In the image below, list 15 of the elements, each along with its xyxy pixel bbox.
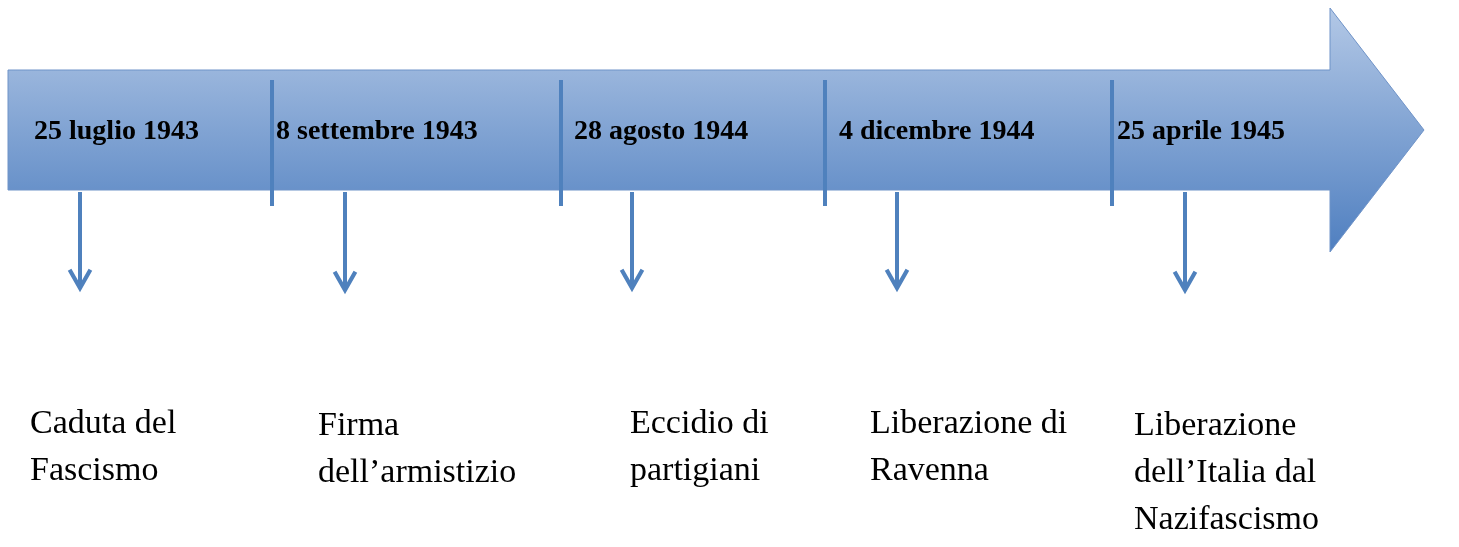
- arrow: [619, 192, 645, 291]
- event-label: Liberazione di Ravenna: [870, 403, 1068, 487]
- arrow: [1172, 192, 1198, 293]
- date-label: 8 settembre 1943: [276, 114, 478, 146]
- date-label: 25 luglio 1943: [34, 114, 199, 146]
- event-label: Liberazione dell’Italia dal Nazifascismo: [1134, 405, 1320, 536]
- arrow: [332, 192, 358, 293]
- date-label: 4 dicembre 1944: [839, 114, 1035, 146]
- arrow: [67, 192, 93, 291]
- date-label: 25 aprile 1945: [1117, 114, 1285, 146]
- event-label: Firma dell’armistizio: [318, 405, 517, 489]
- event-label: Caduta del Fascismo: [30, 403, 177, 487]
- arrow: [884, 192, 910, 291]
- event-label: Eccidio di partigiani: [630, 403, 769, 487]
- date-label: 28 agosto 1944: [574, 114, 749, 146]
